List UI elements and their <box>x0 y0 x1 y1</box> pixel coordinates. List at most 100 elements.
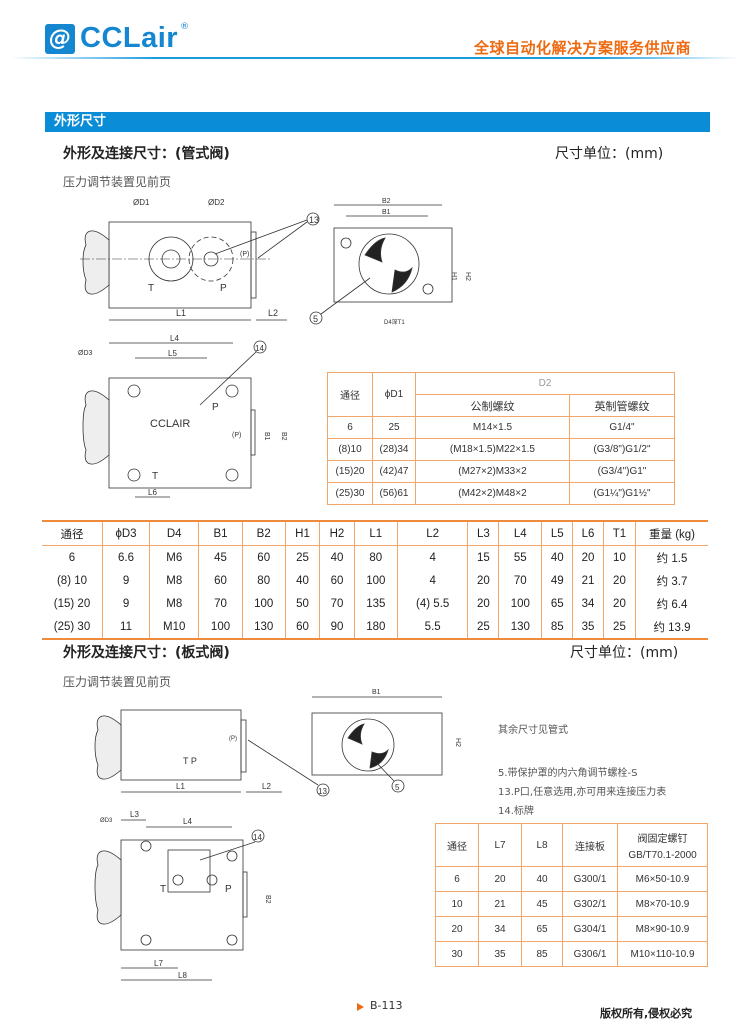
remark: 14.标牌 <box>498 806 534 817</box>
port-label: P <box>225 884 232 895</box>
page-number: B-113 <box>370 999 403 1012</box>
pipe-unit: 尺寸单位：(mm) <box>555 146 664 162</box>
page-marker-icon <box>357 1003 364 1011</box>
table-cell: M8 <box>149 592 199 615</box>
table-cell: 80 <box>241 569 286 592</box>
table-cell: 20 <box>467 592 499 615</box>
table-cell: B2 <box>241 521 286 546</box>
dim-label: H2 <box>464 272 471 281</box>
logo-text: CCLair <box>80 22 179 54</box>
table-cell: 20 <box>572 545 604 569</box>
table-cell: 130 <box>498 615 542 639</box>
table-cell: 60 <box>241 545 286 569</box>
table-cell: 约 6.4 <box>635 592 708 615</box>
port-label: (P) <box>240 251 249 258</box>
table-cell: 15 <box>467 545 499 569</box>
port-label: (P) <box>232 432 241 439</box>
registered-mark: ® <box>180 22 189 32</box>
table-cell: 25 <box>284 545 320 569</box>
table-cell: 49 <box>541 569 573 592</box>
table-cell: L5 <box>541 521 573 546</box>
dim-label: ØD3 <box>100 818 113 824</box>
callout-number: 13 <box>309 215 319 225</box>
dim-label: D4深T1 <box>384 318 405 326</box>
table-cell: 6.6 <box>101 545 150 569</box>
dim-label: B2 <box>382 198 391 205</box>
dim-label: B2 <box>280 432 287 441</box>
callout-number: 5 <box>313 314 318 324</box>
dim-label: L1 <box>176 782 185 791</box>
table-cell: 100 <box>198 615 243 639</box>
dim-label: L7 <box>154 959 163 968</box>
dim-label: L3 <box>130 810 139 819</box>
table-cell: 6 <box>68 551 76 564</box>
table-cell: 90 <box>319 615 355 639</box>
table-cell: 70 <box>498 569 542 592</box>
table-cell: 20 <box>467 569 499 592</box>
remark: 其余尺寸见管式 <box>498 725 568 736</box>
table-cell: 5.5 <box>396 615 468 639</box>
copyright: 版权所有,侵权必究 <box>600 1007 693 1020</box>
dim-label: L5 <box>168 349 177 358</box>
dim-label: B1 <box>263 432 270 441</box>
dim-label: L8 <box>178 971 187 980</box>
table-cell: 4 <box>396 569 468 592</box>
table-cell: 50 <box>284 592 320 615</box>
table-cell: 10 <box>602 545 636 569</box>
table-row: (25)30(56)61(M42×2)M48×2(G1¼")G1½" <box>327 482 676 505</box>
nameplate-text: CCLAIR <box>150 418 190 430</box>
plate-top-view: L3 L4 ØD3 L7 L8 T P B2 14 <box>94 810 271 981</box>
plate-heading: 外形及连接尺寸：(板式阀) <box>63 645 230 661</box>
pipe-top-view: L4 L5 L6 ØD3 CCLAIR (P) P T B1 B2 14 <box>78 334 287 498</box>
table-cell: D4 <box>149 521 199 546</box>
table-cell: 45 <box>198 545 243 569</box>
table-cell: 20 <box>602 592 636 615</box>
table-cell: 约 13.9 <box>635 615 708 639</box>
table-cell: 9 <box>101 592 150 615</box>
table-cell: 34 <box>572 592 604 615</box>
port-label: T <box>152 471 158 482</box>
table-cell: 100 <box>241 592 286 615</box>
callout-number: 5 <box>395 783 400 792</box>
table-cell: 70 <box>319 592 355 615</box>
dim-label: B1 <box>372 689 381 696</box>
table-cell: (8) 10 <box>56 574 88 587</box>
table-cell: L2 <box>396 521 468 546</box>
port-label: P <box>220 283 227 294</box>
port-label: P <box>212 402 219 413</box>
dim-label: H2 <box>454 738 461 747</box>
pipe-note: 压力调节装置见前页 <box>63 175 172 189</box>
remark: 13.P口,任意选用,亦可用来连接压力表 <box>498 787 667 798</box>
slogan: 全球自动化解决方案服务供应商 <box>474 39 692 57</box>
dim-label: L2 <box>262 782 271 791</box>
table-cell: (25) 30 <box>53 620 91 633</box>
section-title-bar: 外形尺寸 <box>45 112 710 132</box>
dim-label: L4 <box>183 817 192 826</box>
plate-unit: 尺寸单位：(mm) <box>570 645 679 661</box>
port-label: T <box>160 884 166 895</box>
table-cell: (15) 20 <box>53 597 91 610</box>
dim-label: H1 <box>450 272 457 281</box>
table-cell: M6 <box>149 545 199 569</box>
table-cell: 65 <box>541 592 573 615</box>
table-cell: 4 <box>396 545 468 569</box>
table-cell: 9 <box>101 569 150 592</box>
table-cell: T1 <box>602 521 636 546</box>
dim-label: L2 <box>268 308 278 318</box>
plate-note: 压力调节装置见前页 <box>63 675 172 689</box>
remark: 5.带保护罩的内六角调节螺栓-S <box>498 768 638 779</box>
table-cell: 20 <box>602 569 636 592</box>
callout-number: 13 <box>318 787 327 796</box>
port-label: T P <box>183 756 197 766</box>
table-cell: ϕD3 <box>101 521 150 546</box>
table-cell: L4 <box>498 521 542 546</box>
